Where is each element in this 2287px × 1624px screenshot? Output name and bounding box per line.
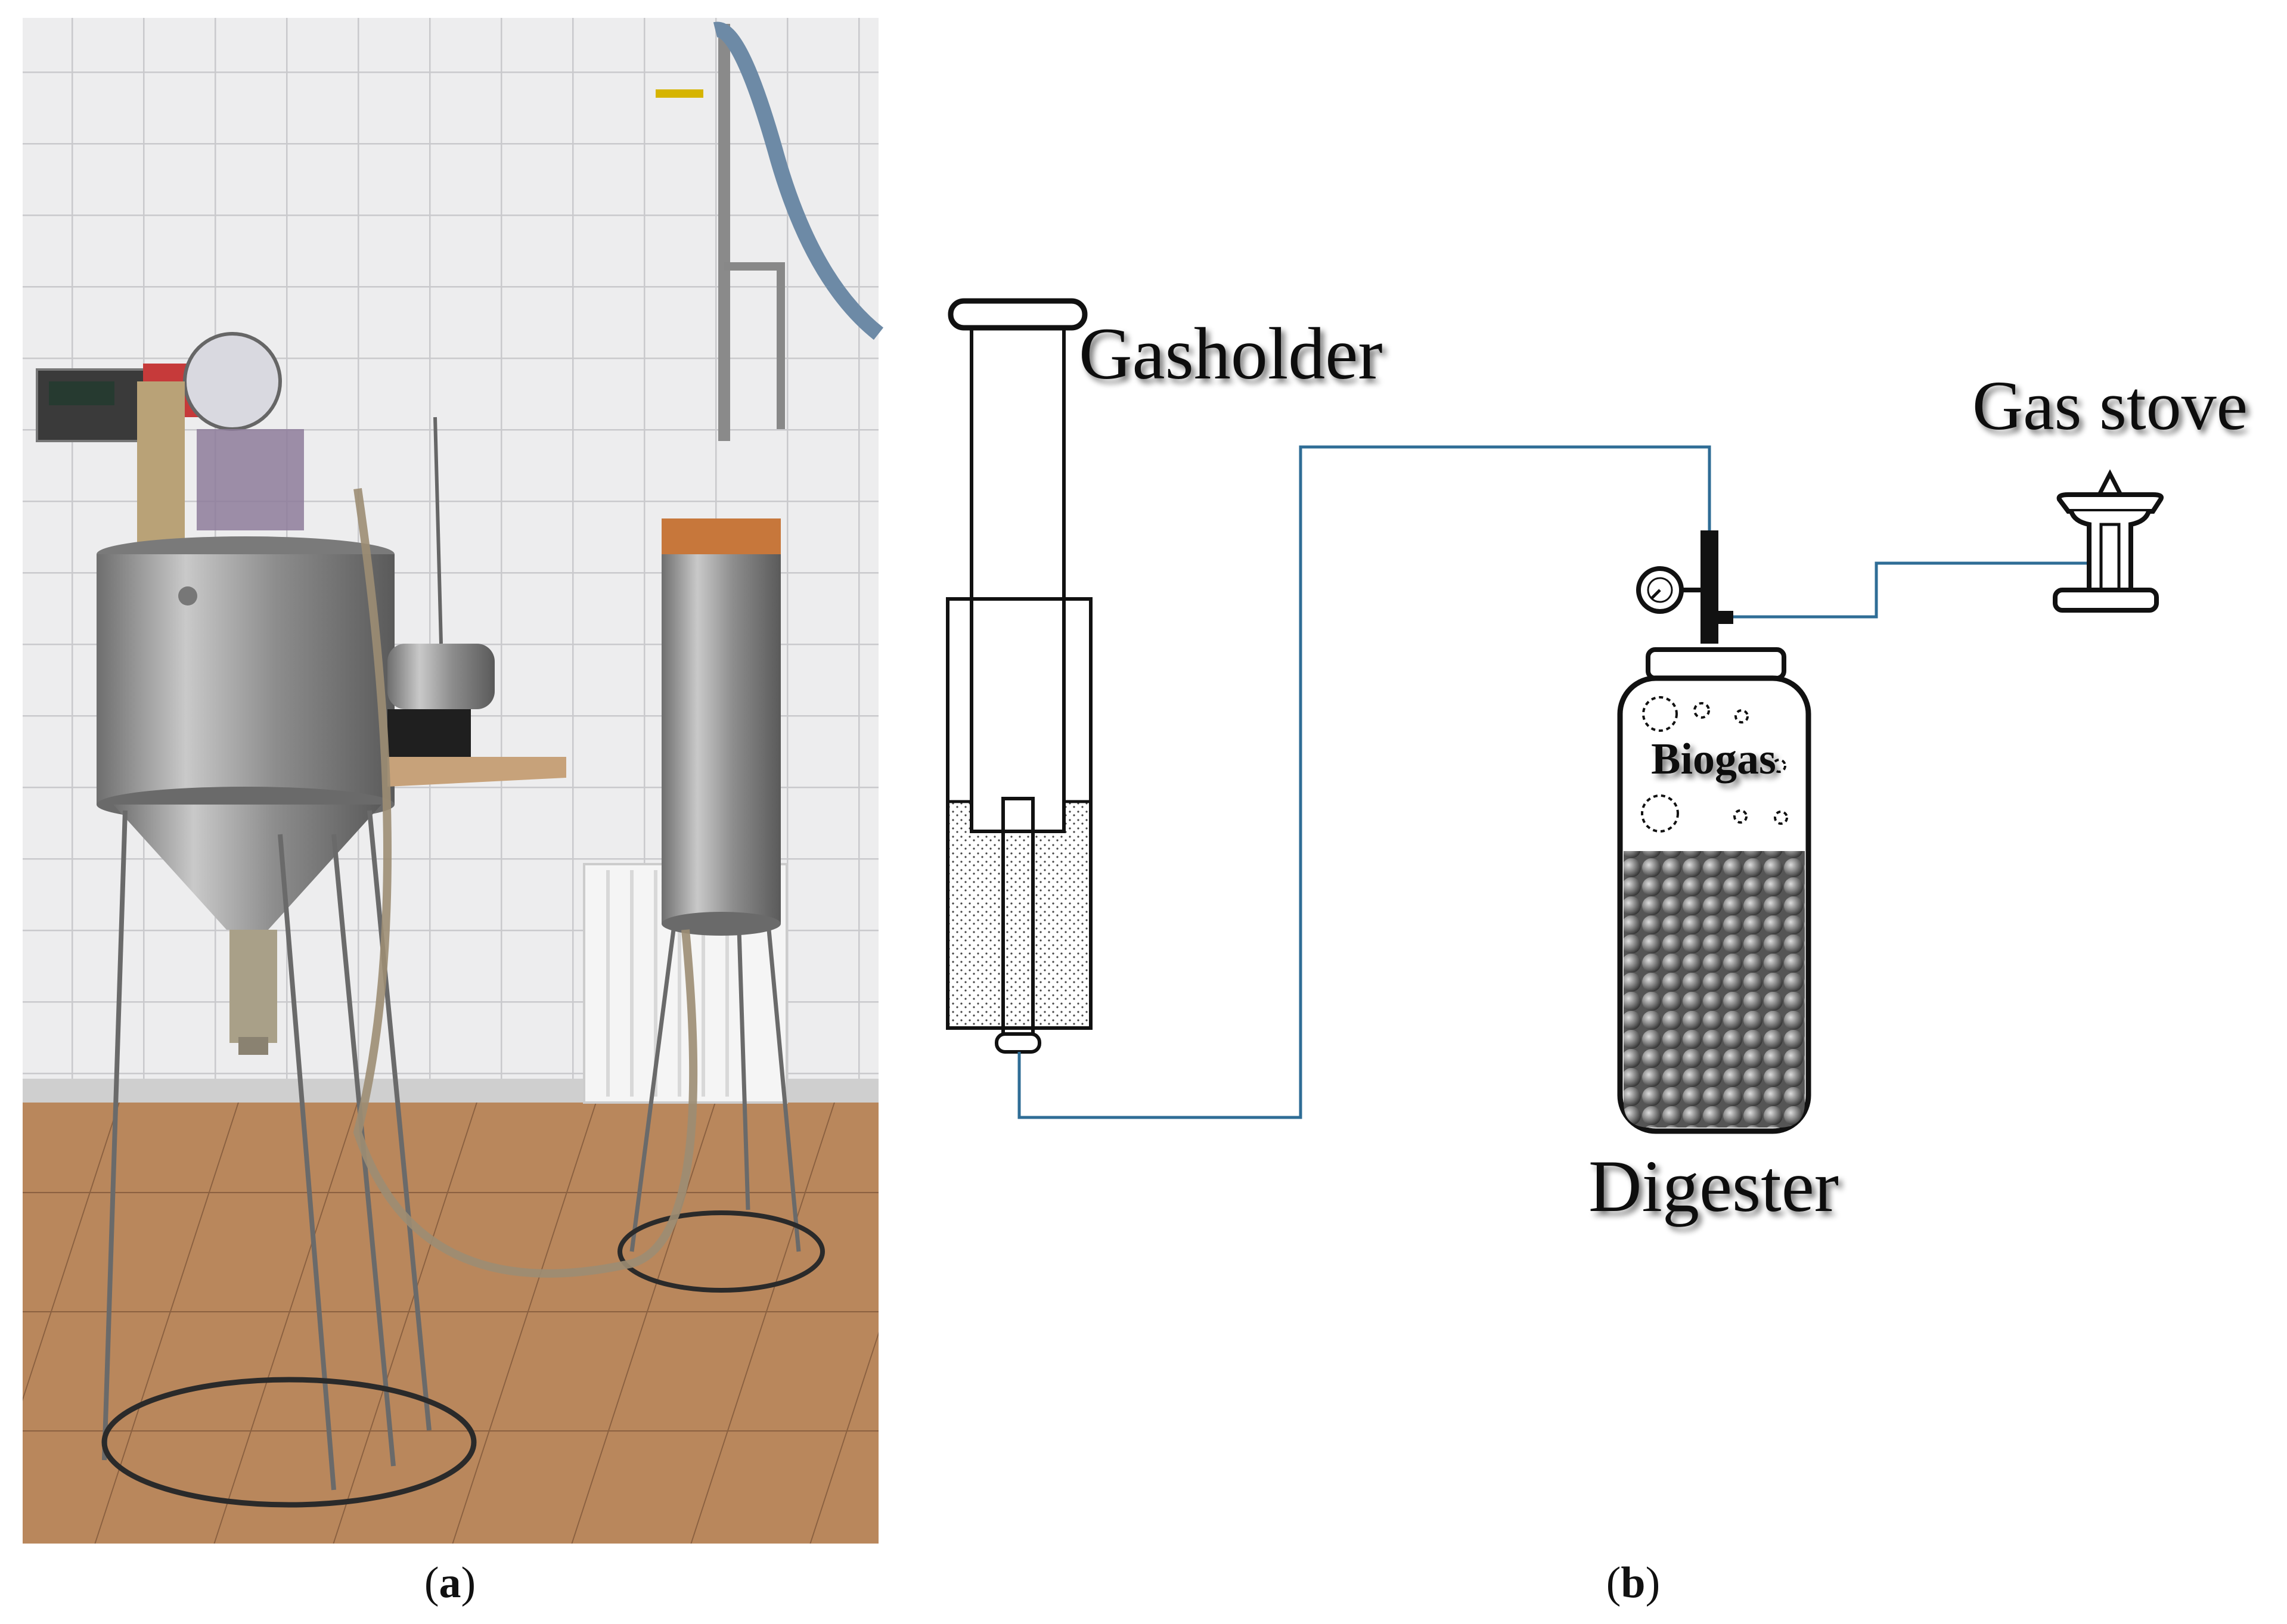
gauge-valve-assembly [1636,530,1733,644]
label-biogas: Biogas [1651,735,1776,784]
pipe-gasholder-digester [1017,445,1711,1119]
label-digester: Digester [1588,1145,1839,1227]
gasholder-vessel [946,298,1093,1054]
label-gasholder: Gasholder [1079,313,1383,395]
photo-panel-a [23,18,884,1544]
caption-b: (b) [1606,1558,1660,1607]
gas-bubbles [1641,696,1788,833]
gas-stove-icon [2053,469,2164,613]
caption-a: (a) [424,1558,476,1607]
label-gas-stove: Gas stove [1972,367,2248,445]
digester-vessel [1617,647,1811,1134]
pipe-digester-stove [1733,561,2095,619]
schematic-panel-b: Gasholder Gas stove [946,298,2248,1227]
